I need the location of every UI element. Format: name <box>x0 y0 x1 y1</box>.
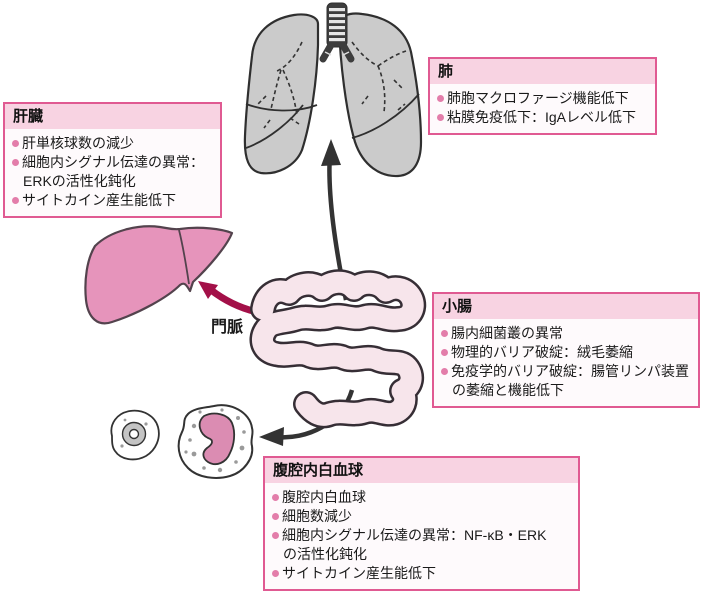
list-item: 細胞内シグナル伝達の異常： <box>12 153 212 172</box>
liver-illustration <box>84 225 234 325</box>
lung-annotation-box: 肺 肺胞マクロファージ機能低下 粘膜免疫低下：IgAレベル低下 <box>428 57 657 135</box>
small-leukocyte <box>110 409 160 461</box>
list-item: サイトカイン産生能低下 <box>12 191 212 210</box>
bullet-icon <box>12 196 19 204</box>
leukocyte-box-title: 腹腔内白血球 <box>265 458 578 483</box>
liver-box-body: 肝単核球数の減少 細胞内シグナル伝達の異常： ERKの活性化鈍化 サイトカイン産… <box>5 129 220 216</box>
list-item-text: 細胞数減少 <box>282 508 352 524</box>
intestine-box-body: 腸内細菌叢の異常 物理的バリア破綻：絨毛萎縮 免疫学的バリア破綻：腸管リンパ装置… <box>434 319 698 406</box>
leukocyte-annotation-box: 腹腔内白血球 腹腔内白血球 細胞数減少 細胞内シグナル伝達の異常：NF-κB・E… <box>263 456 580 591</box>
list-item-text: 細胞内シグナル伝達の異常： <box>22 154 204 170</box>
bullet-icon <box>441 367 448 375</box>
bullet-icon <box>441 329 448 337</box>
liver-box-title: 肝臓 <box>5 104 220 129</box>
intestine-annotation-box: 小腸 腸内細菌叢の異常 物理的バリア破綻：絨毛萎縮 免疫学的バリア破綻：腸管リン… <box>432 292 700 408</box>
list-item: 腸内細菌叢の異常 <box>441 324 690 343</box>
trachea-icon <box>319 2 355 63</box>
bullet-icon <box>272 512 279 520</box>
bullet-icon <box>437 113 444 121</box>
list-item: サイトカイン産生能低下 <box>272 564 570 583</box>
bullet-icon <box>272 531 279 539</box>
list-item: 粘膜免疫低下：IgAレベル低下 <box>437 108 647 127</box>
list-item: 物理的バリア破綻：絨毛萎縮 <box>441 343 690 362</box>
list-item: 細胞数減少 <box>272 507 570 526</box>
leukocyte-cells-illustration <box>110 404 254 479</box>
portal-vein-label: 門脈 <box>211 319 244 336</box>
list-item: 肺胞マクロファージ機能低下 <box>437 89 647 108</box>
list-item-text: 肺胞マクロファージ機能低下 <box>447 90 629 106</box>
bullet-icon <box>441 348 448 356</box>
intestine-box-title: 小腸 <box>434 294 698 319</box>
list-item-text: 物理的バリア破綻：絨毛萎縮 <box>451 344 633 360</box>
lung-box-body: 肺胞マクロファージ機能低下 粘膜免疫低下：IgAレベル低下 <box>430 84 655 133</box>
bullet-icon <box>12 139 19 147</box>
bullet-icon <box>437 94 444 102</box>
list-item: 肝単核球数の減少 <box>12 134 212 153</box>
intestine-illustration <box>249 269 427 429</box>
leukocyte-box-body: 腹腔内白血球 細胞数減少 細胞内シグナル伝達の異常：NF-κB・ERK の活性化… <box>265 483 578 589</box>
list-item-continuation: の活性化鈍化 <box>283 546 367 562</box>
bronchi-dashes-right <box>351 41 407 113</box>
list-item-text: 免疫学的バリア破綻：腸管リンパ装置 <box>451 363 689 379</box>
list-item: 免疫学的バリア破綻：腸管リンパ装置 <box>441 362 690 381</box>
list-item-text: 細胞内シグナル伝達の異常：NF-κB・ERK <box>282 527 547 543</box>
bronchi-dashes-left <box>257 41 303 129</box>
list-item-continuation: の萎縮と機能低下 <box>452 382 564 398</box>
list-item-text: 粘膜免疫低下：IgAレベル低下 <box>447 109 637 125</box>
list-item-text: 腹腔内白血球 <box>282 489 366 505</box>
list-item-text: サイトカイン産生能低下 <box>22 192 176 208</box>
list-item-continuation: ERKの活性化鈍化 <box>23 173 136 189</box>
list-item-text: サイトカイン産生能低下 <box>282 565 436 581</box>
lungs-illustration <box>243 2 423 178</box>
list-item: 細胞内シグナル伝達の異常：NF-κB・ERK <box>272 526 570 545</box>
list-item: 腹腔内白血球 <box>272 488 570 507</box>
lung-box-title: 肺 <box>430 59 655 84</box>
bullet-icon <box>272 493 279 501</box>
bullet-icon <box>272 569 279 577</box>
large-leukocyte <box>177 404 254 479</box>
list-item-text: 肝単核球数の減少 <box>22 135 134 151</box>
list-item-text: 腸内細菌叢の異常 <box>451 325 563 341</box>
liver-annotation-box: 肝臓 肝単核球数の減少 細胞内シグナル伝達の異常： ERKの活性化鈍化 サイトカ… <box>3 102 222 218</box>
bullet-icon <box>12 158 19 166</box>
